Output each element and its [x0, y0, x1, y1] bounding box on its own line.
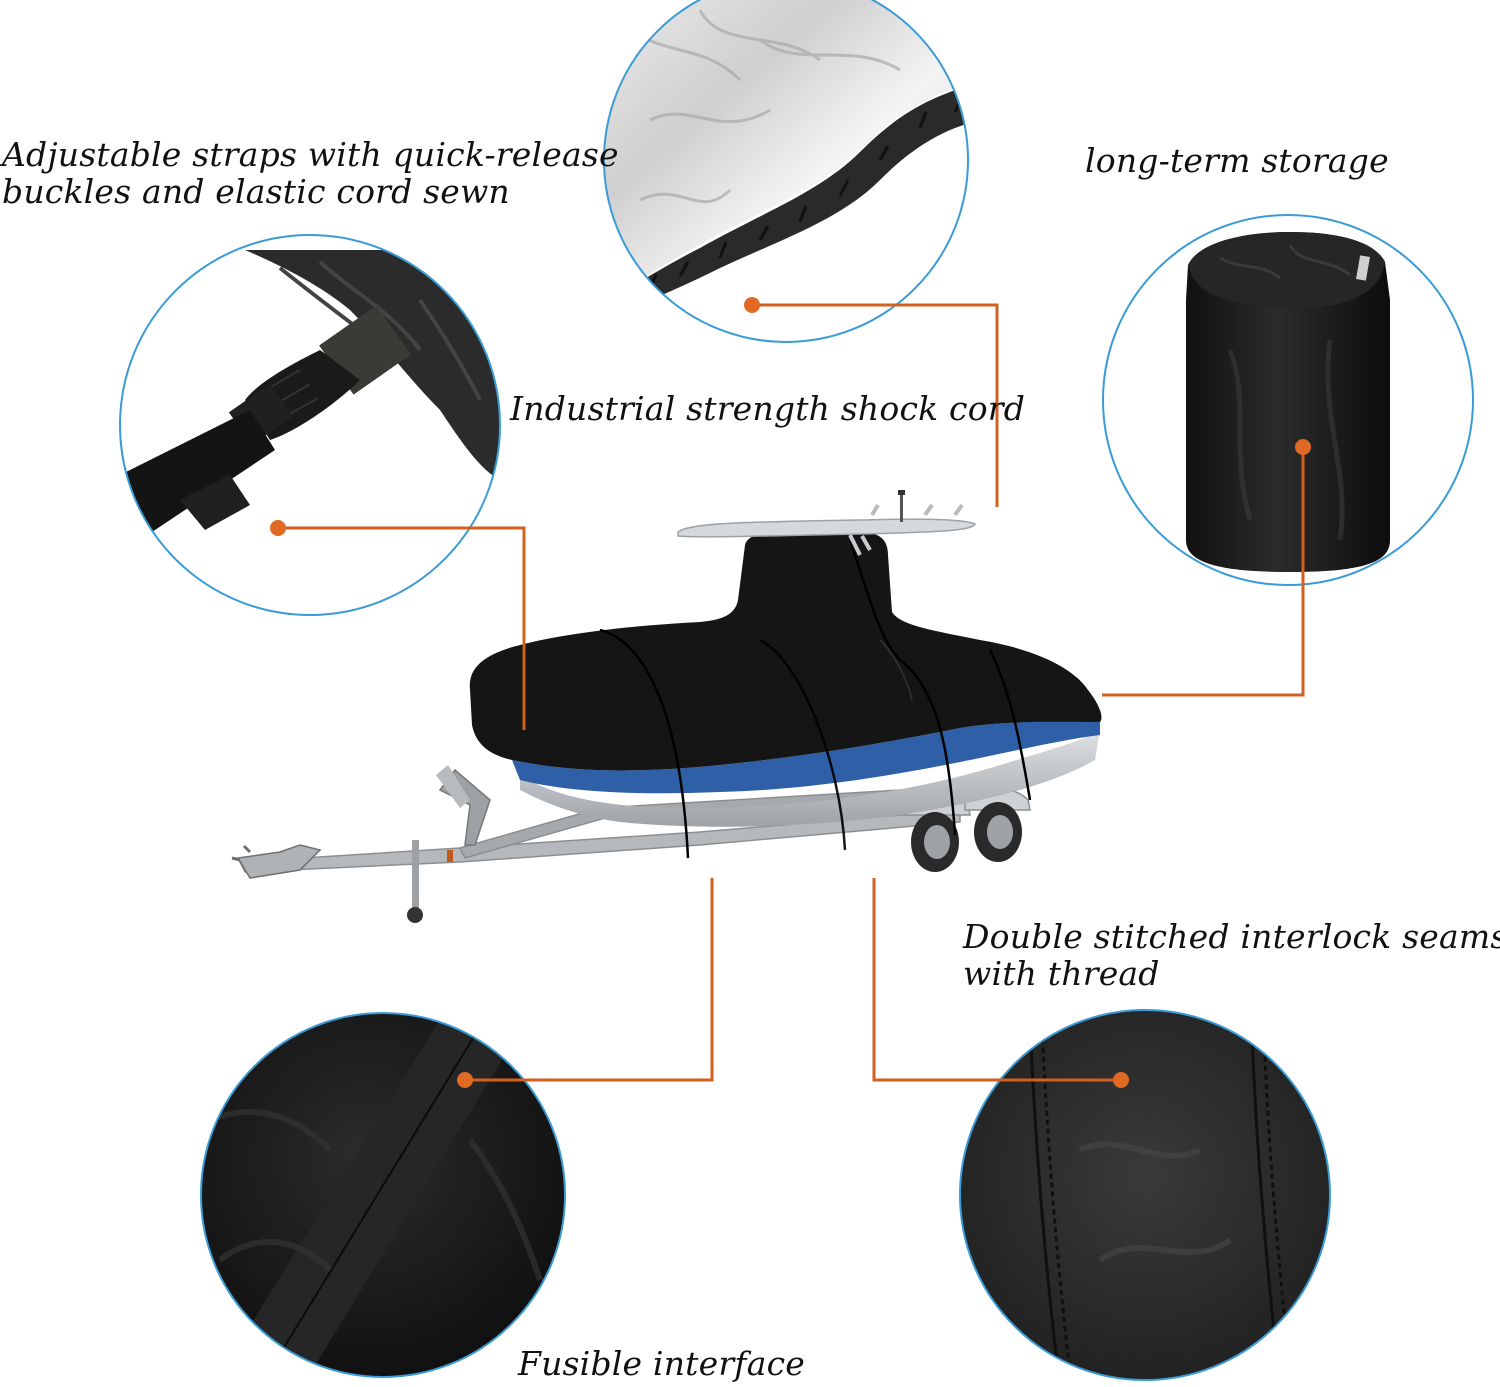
shock-cord-detail-circle: [603, 0, 969, 343]
caption-seams: Double stitched interlock seams with thr…: [963, 918, 1500, 992]
fusible-interface-detail-circle: [200, 1012, 566, 1378]
caption-shock-cord-line-1: Industrial strength shock cord: [510, 389, 1026, 428]
seams-leader-line: [872, 878, 1121, 1082]
stitched-seams-detail-circle: [959, 1009, 1331, 1381]
fusible-leader-line: [465, 878, 714, 1082]
storage-bag-detail-circle: [1102, 214, 1474, 586]
caption-seams-line-2: with thread: [963, 954, 1160, 993]
boat-on-trailer-illustration: [231, 490, 1102, 923]
shock-cord-dot: [744, 297, 760, 313]
callout-dots: [270, 297, 1311, 1088]
straps-detail-circle: [119, 234, 501, 616]
straps-leader-line: [278, 526, 526, 730]
caption-storage: long-term storage: [1085, 142, 1389, 179]
caption-straps-line-2: buckles and elastic cord sewn: [2, 172, 510, 211]
caption-straps: Adjustable straps with quick-release buc…: [2, 136, 619, 210]
caption-shock-cord: Industrial strength shock cord: [510, 390, 1025, 427]
caption-fusible: Fusible interface: [518, 1345, 805, 1382]
storage-dot: [1295, 439, 1311, 455]
caption-straps-line-1: Adjustable straps with quick-release: [2, 135, 619, 174]
caption-fusible-line-1: Fusible interface: [518, 1344, 806, 1383]
seams-dot: [1113, 1072, 1129, 1088]
caption-storage-line-1: long-term storage: [1085, 141, 1389, 180]
straps-dot: [270, 520, 286, 536]
caption-seams-line-1: Double stitched interlock seams: [963, 917, 1500, 956]
shock-cord-leader-line: [752, 303, 999, 507]
fusible-dot: [457, 1072, 473, 1088]
storage-leader-line: [1102, 447, 1305, 697]
callout-leader-lines: [278, 303, 1305, 1082]
